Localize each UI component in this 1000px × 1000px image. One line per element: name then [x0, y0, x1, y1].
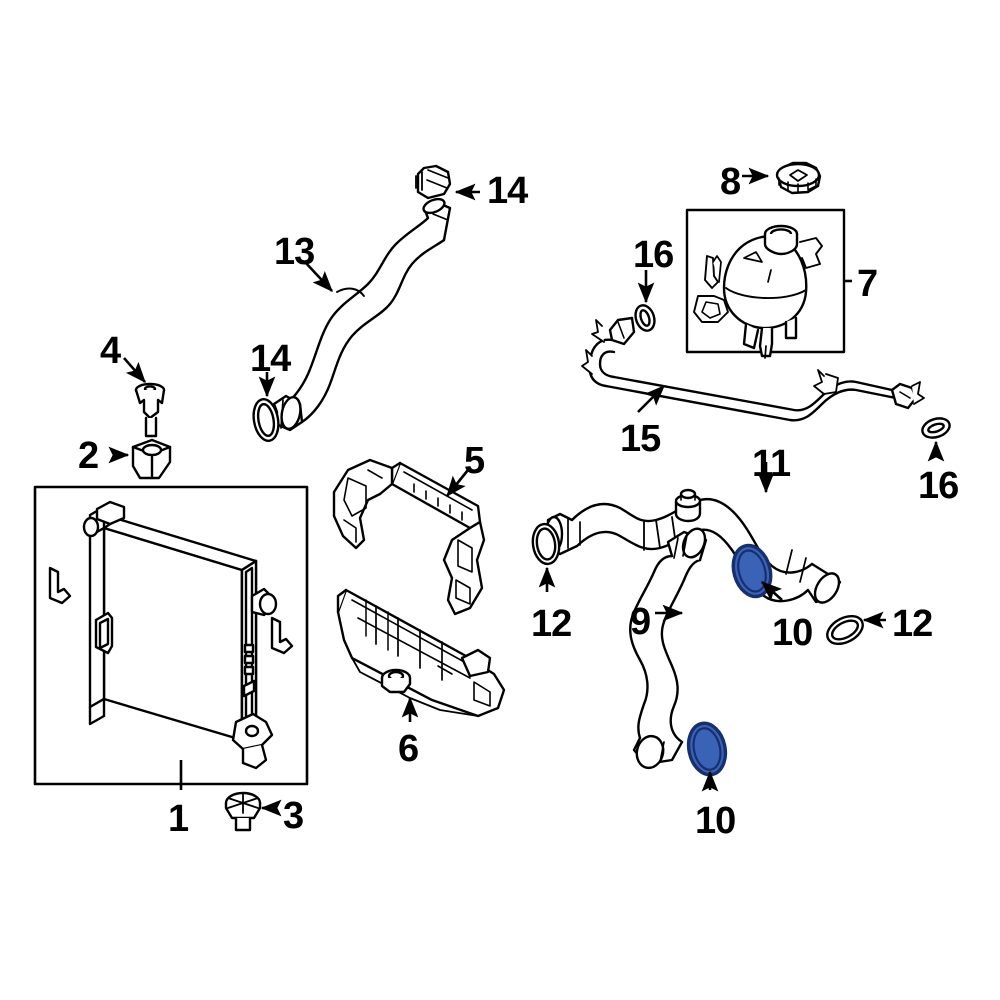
callout-12-left[interactable]: 12 [531, 603, 572, 645]
o-ring-14 [252, 398, 280, 442]
callout-6[interactable]: 6 [398, 728, 419, 770]
part-drain-plug [224, 791, 262, 832]
callout-8[interactable]: 8 [720, 161, 741, 203]
leader-lines [108, 167, 945, 817]
part-upper-air-deflector [332, 458, 486, 616]
callout-13[interactable]: 13 [274, 231, 315, 273]
part-mount-pin [134, 382, 166, 438]
part-expansion-tank [685, 208, 846, 359]
part-lower-radiator-hose [629, 527, 708, 770]
part-lower-air-deflector [336, 588, 506, 718]
callout-9[interactable]: 9 [630, 601, 651, 643]
callout-15[interactable]: 15 [620, 418, 661, 460]
callout-10-lower[interactable]: 10 [695, 800, 736, 842]
callout-16-left[interactable]: 16 [633, 234, 674, 276]
callout-5[interactable]: 5 [464, 440, 485, 482]
callout-14-clamp[interactable]: 14 [487, 170, 528, 212]
callout-16-right[interactable]: 16 [918, 465, 959, 507]
callout-2[interactable]: 2 [78, 435, 99, 477]
callout-1[interactable]: 1 [168, 798, 189, 840]
callout-4[interactable]: 4 [100, 330, 121, 372]
callout-10-upper[interactable]: 10 [772, 612, 813, 654]
callout-11[interactable]: 11 [752, 443, 791, 485]
o-ring-12-right [826, 614, 864, 646]
part-return-hose [272, 197, 452, 432]
part-hose-clamp [415, 164, 452, 200]
callout-14-oring[interactable]: 14 [250, 338, 291, 380]
o-ring-10-lower-highlighted [686, 721, 728, 777]
o-ring-16-right [921, 417, 951, 439]
part-tank-cap [775, 161, 822, 195]
o-ring-16-left [634, 304, 656, 332]
part-radiator [33, 485, 309, 786]
part-vent-line [581, 316, 925, 422]
o-ring-12-left [531, 522, 561, 566]
callout-7[interactable]: 7 [857, 263, 878, 305]
part-mount-bushing [131, 438, 172, 480]
callout-3[interactable]: 3 [283, 795, 304, 837]
callout-12-right[interactable]: 12 [892, 603, 933, 645]
